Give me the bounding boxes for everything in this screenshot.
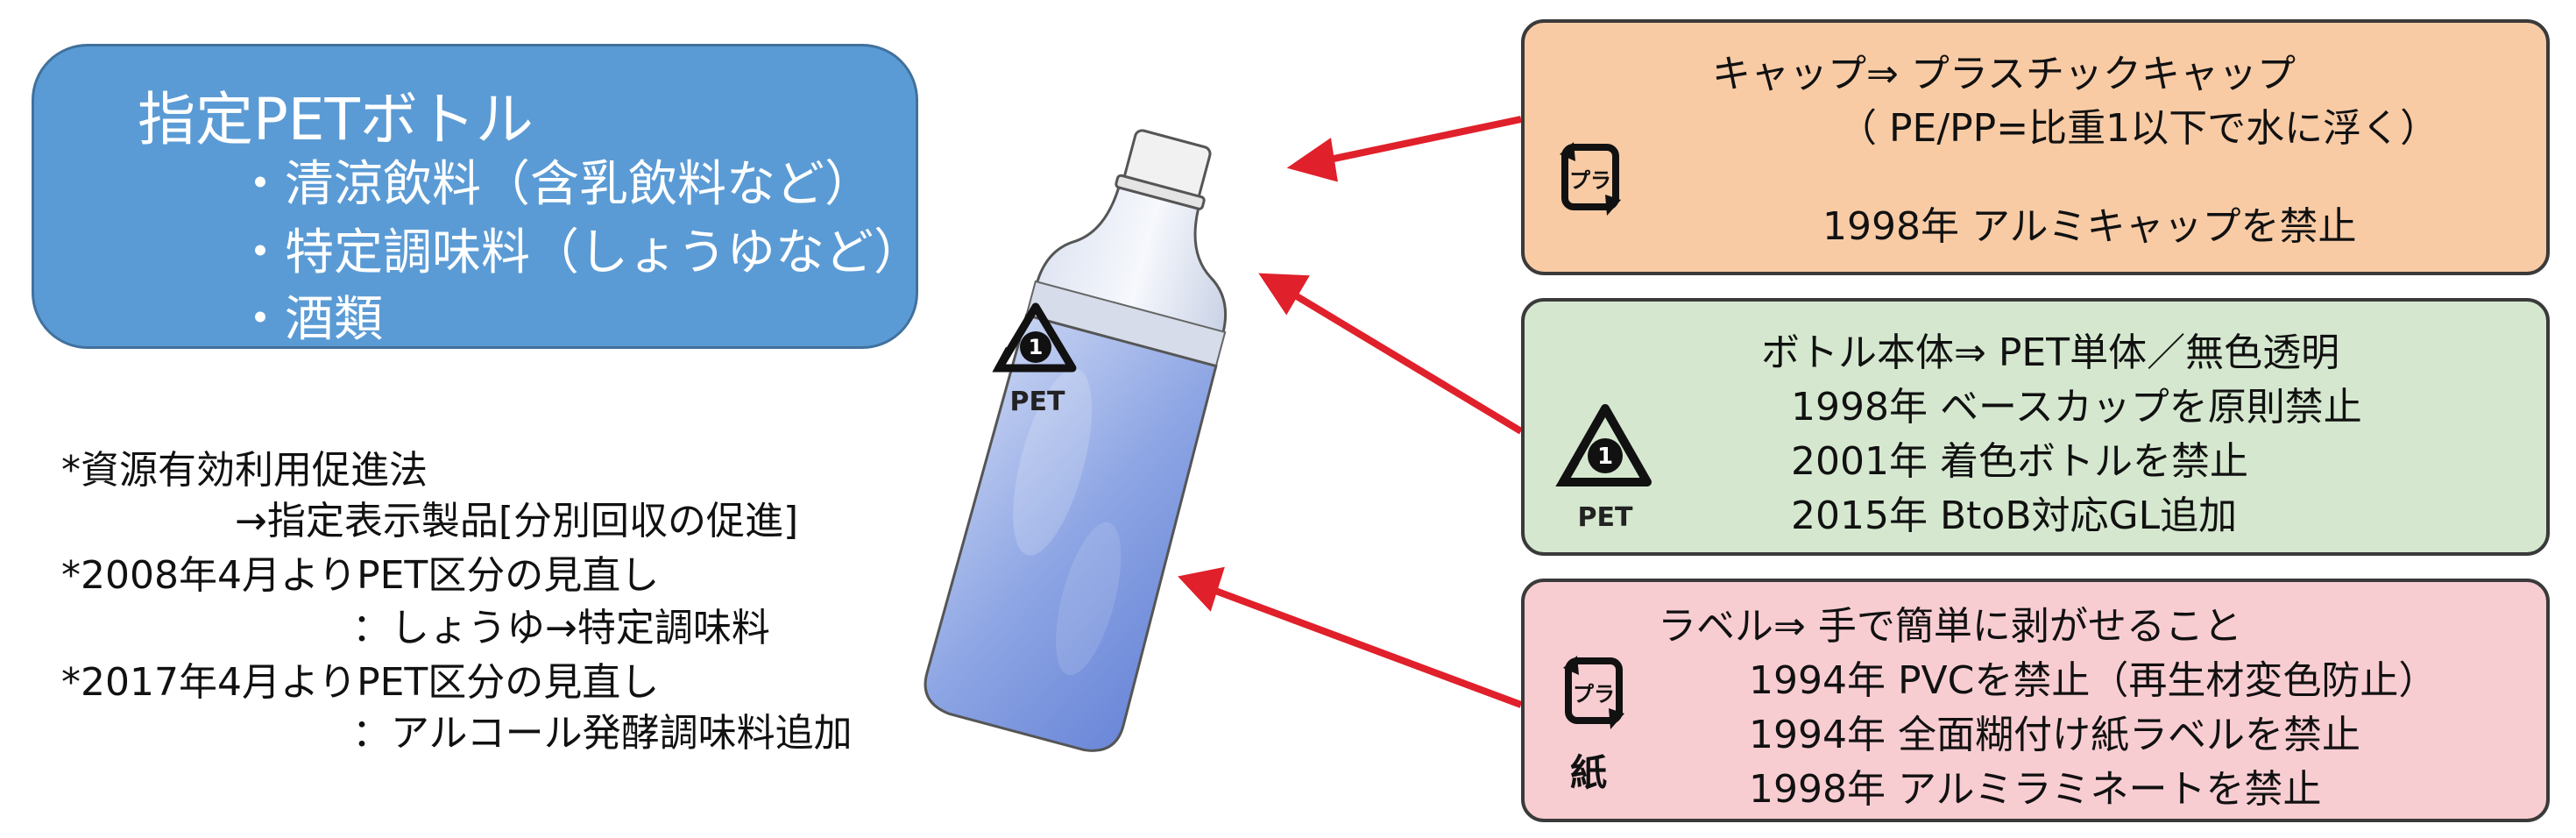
cap-line: 1998年 アルミキャップを禁止 (1822, 204, 2357, 249)
note-line: *2017年4月よりPET区分の見直し (61, 660, 660, 705)
note-line: →指定表示製品[分別回収の促進] (235, 499, 799, 543)
category-title: 指定PETボトル (138, 86, 534, 153)
cap-heading: キャップ⇒ プラスチックキャップ (1712, 52, 2296, 96)
arrow-label (1209, 586, 1523, 708)
pla-recycle-icon: プラ (1560, 650, 1630, 742)
pet-icon-label: PET (1578, 502, 1633, 533)
cap-box: キャップ⇒ プラスチックキャップ （ PE/PP=比重1以下で水に浮く） 199… (1521, 19, 2550, 275)
pla-recycle-icon: プラ (1556, 137, 1626, 228)
label-box: ラベル⇒ 手で簡単に剥がせること 1994年 PVCを禁止（再生材変色防止） 1… (1521, 579, 2550, 822)
pla-icon-text: プラ (1569, 168, 1611, 193)
label-line: 1994年 PVCを禁止（再生材変色防止） (1749, 658, 2438, 703)
body-line: 2001年 着色ボトルを禁止 (1791, 439, 2248, 484)
body-line: 2015年 BtoB対応GL追加 (1791, 494, 2238, 538)
pla-icon-text: プラ (1573, 682, 1615, 707)
category-item: ・酒類 (236, 291, 383, 348)
pet-recycle-icon: 1 PET (1544, 398, 1667, 542)
pet-recycle-icon: 1 PET (992, 302, 1077, 417)
category-item: ・清涼飲料（含乳飲料など） (236, 156, 874, 213)
note-line: ：しょうゆ→特定調味料 (352, 606, 770, 650)
arrow-cap (1320, 116, 1522, 165)
bottle-body (924, 313, 1218, 752)
cap-subheading: （ PE/PP=比重1以下で水に浮く） (1838, 106, 2439, 151)
label-line: 1998年 アルミラミネートを禁止 (1749, 767, 2322, 812)
body-heading: ボトル本体⇒ PET単体／無色透明 (1761, 330, 2340, 375)
pet-mark-number: 1 (1029, 335, 1044, 359)
pet-bottle-illustration: 1 PET (902, 105, 1297, 771)
note-line: ：アルコール発酵調味料追加 (352, 711, 853, 756)
paper-mark-label: 紙 (1570, 751, 1608, 794)
body-line: 1998年 ベースカップを原則禁止 (1791, 385, 2362, 430)
pet-mark-label: PET (1010, 387, 1065, 417)
note-line: *資源有効利用促進法 (61, 448, 428, 493)
category-box: 指定PETボトル ・清涼飲料（含乳飲料など） ・特定調味料（しょうゆなど） ・酒… (32, 44, 923, 349)
label-heading: ラベル⇒ 手で簡単に剥がせること (1658, 604, 2242, 649)
bottle-body-box: ボトル本体⇒ PET単体／無色透明 1998年 ベースカップを原則禁止 2001… (1521, 298, 2550, 556)
category-item: ・特定調味料（しょうゆなど） (236, 224, 923, 281)
label-line: 1994年 全面糊付け紙ラベルを禁止 (1749, 713, 2360, 757)
arrow-body (1285, 288, 1524, 435)
pet-icon-number: 1 (1597, 444, 1613, 470)
note-line: *2008年4月よりPET区分の見直し (61, 553, 660, 598)
